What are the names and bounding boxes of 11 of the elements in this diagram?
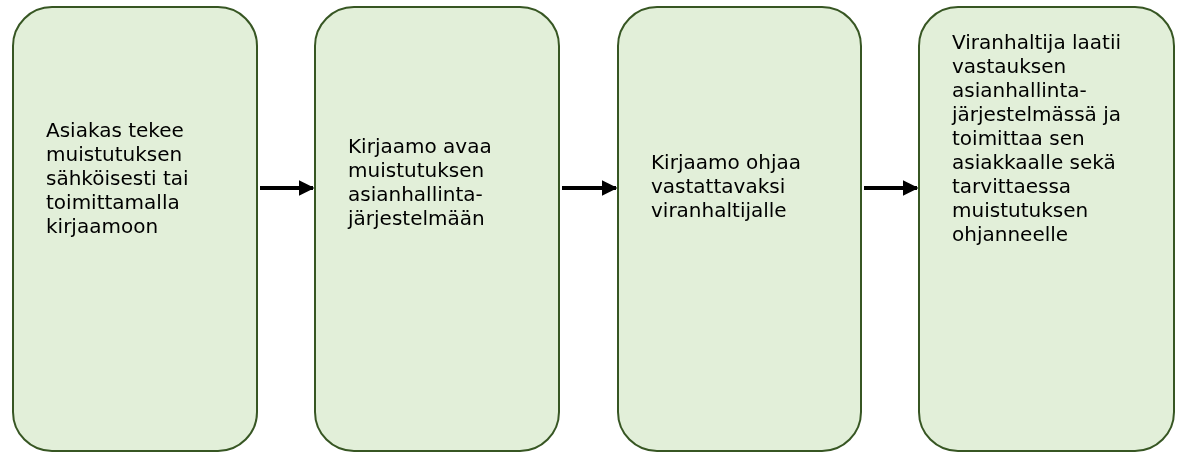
step-text: Viranhaltija laatii vastauksen asianhallinta-järjestelmässä ja toimittaa sen asiakkaalle sekä tarvittaessa muistutuksen ohjanneelle [952, 30, 1123, 246]
step-text: Asiakas tekee muistutuksen sähköisesti tai toimittamalla kirjaamoon [46, 118, 190, 238]
arrow [260, 180, 315, 196]
step-text: Kirjaamo ohjaa vastattavaksi viranhaltijalle [651, 150, 803, 222]
process-box [12, 6, 258, 452]
process-box [918, 6, 1175, 452]
step-text: Kirjaamo avaa muistutuksen asianhallinta-järjestelmään [348, 134, 493, 230]
arrow [864, 180, 919, 196]
arrow [562, 180, 618, 196]
process-box [617, 6, 862, 452]
process-box [314, 6, 560, 452]
